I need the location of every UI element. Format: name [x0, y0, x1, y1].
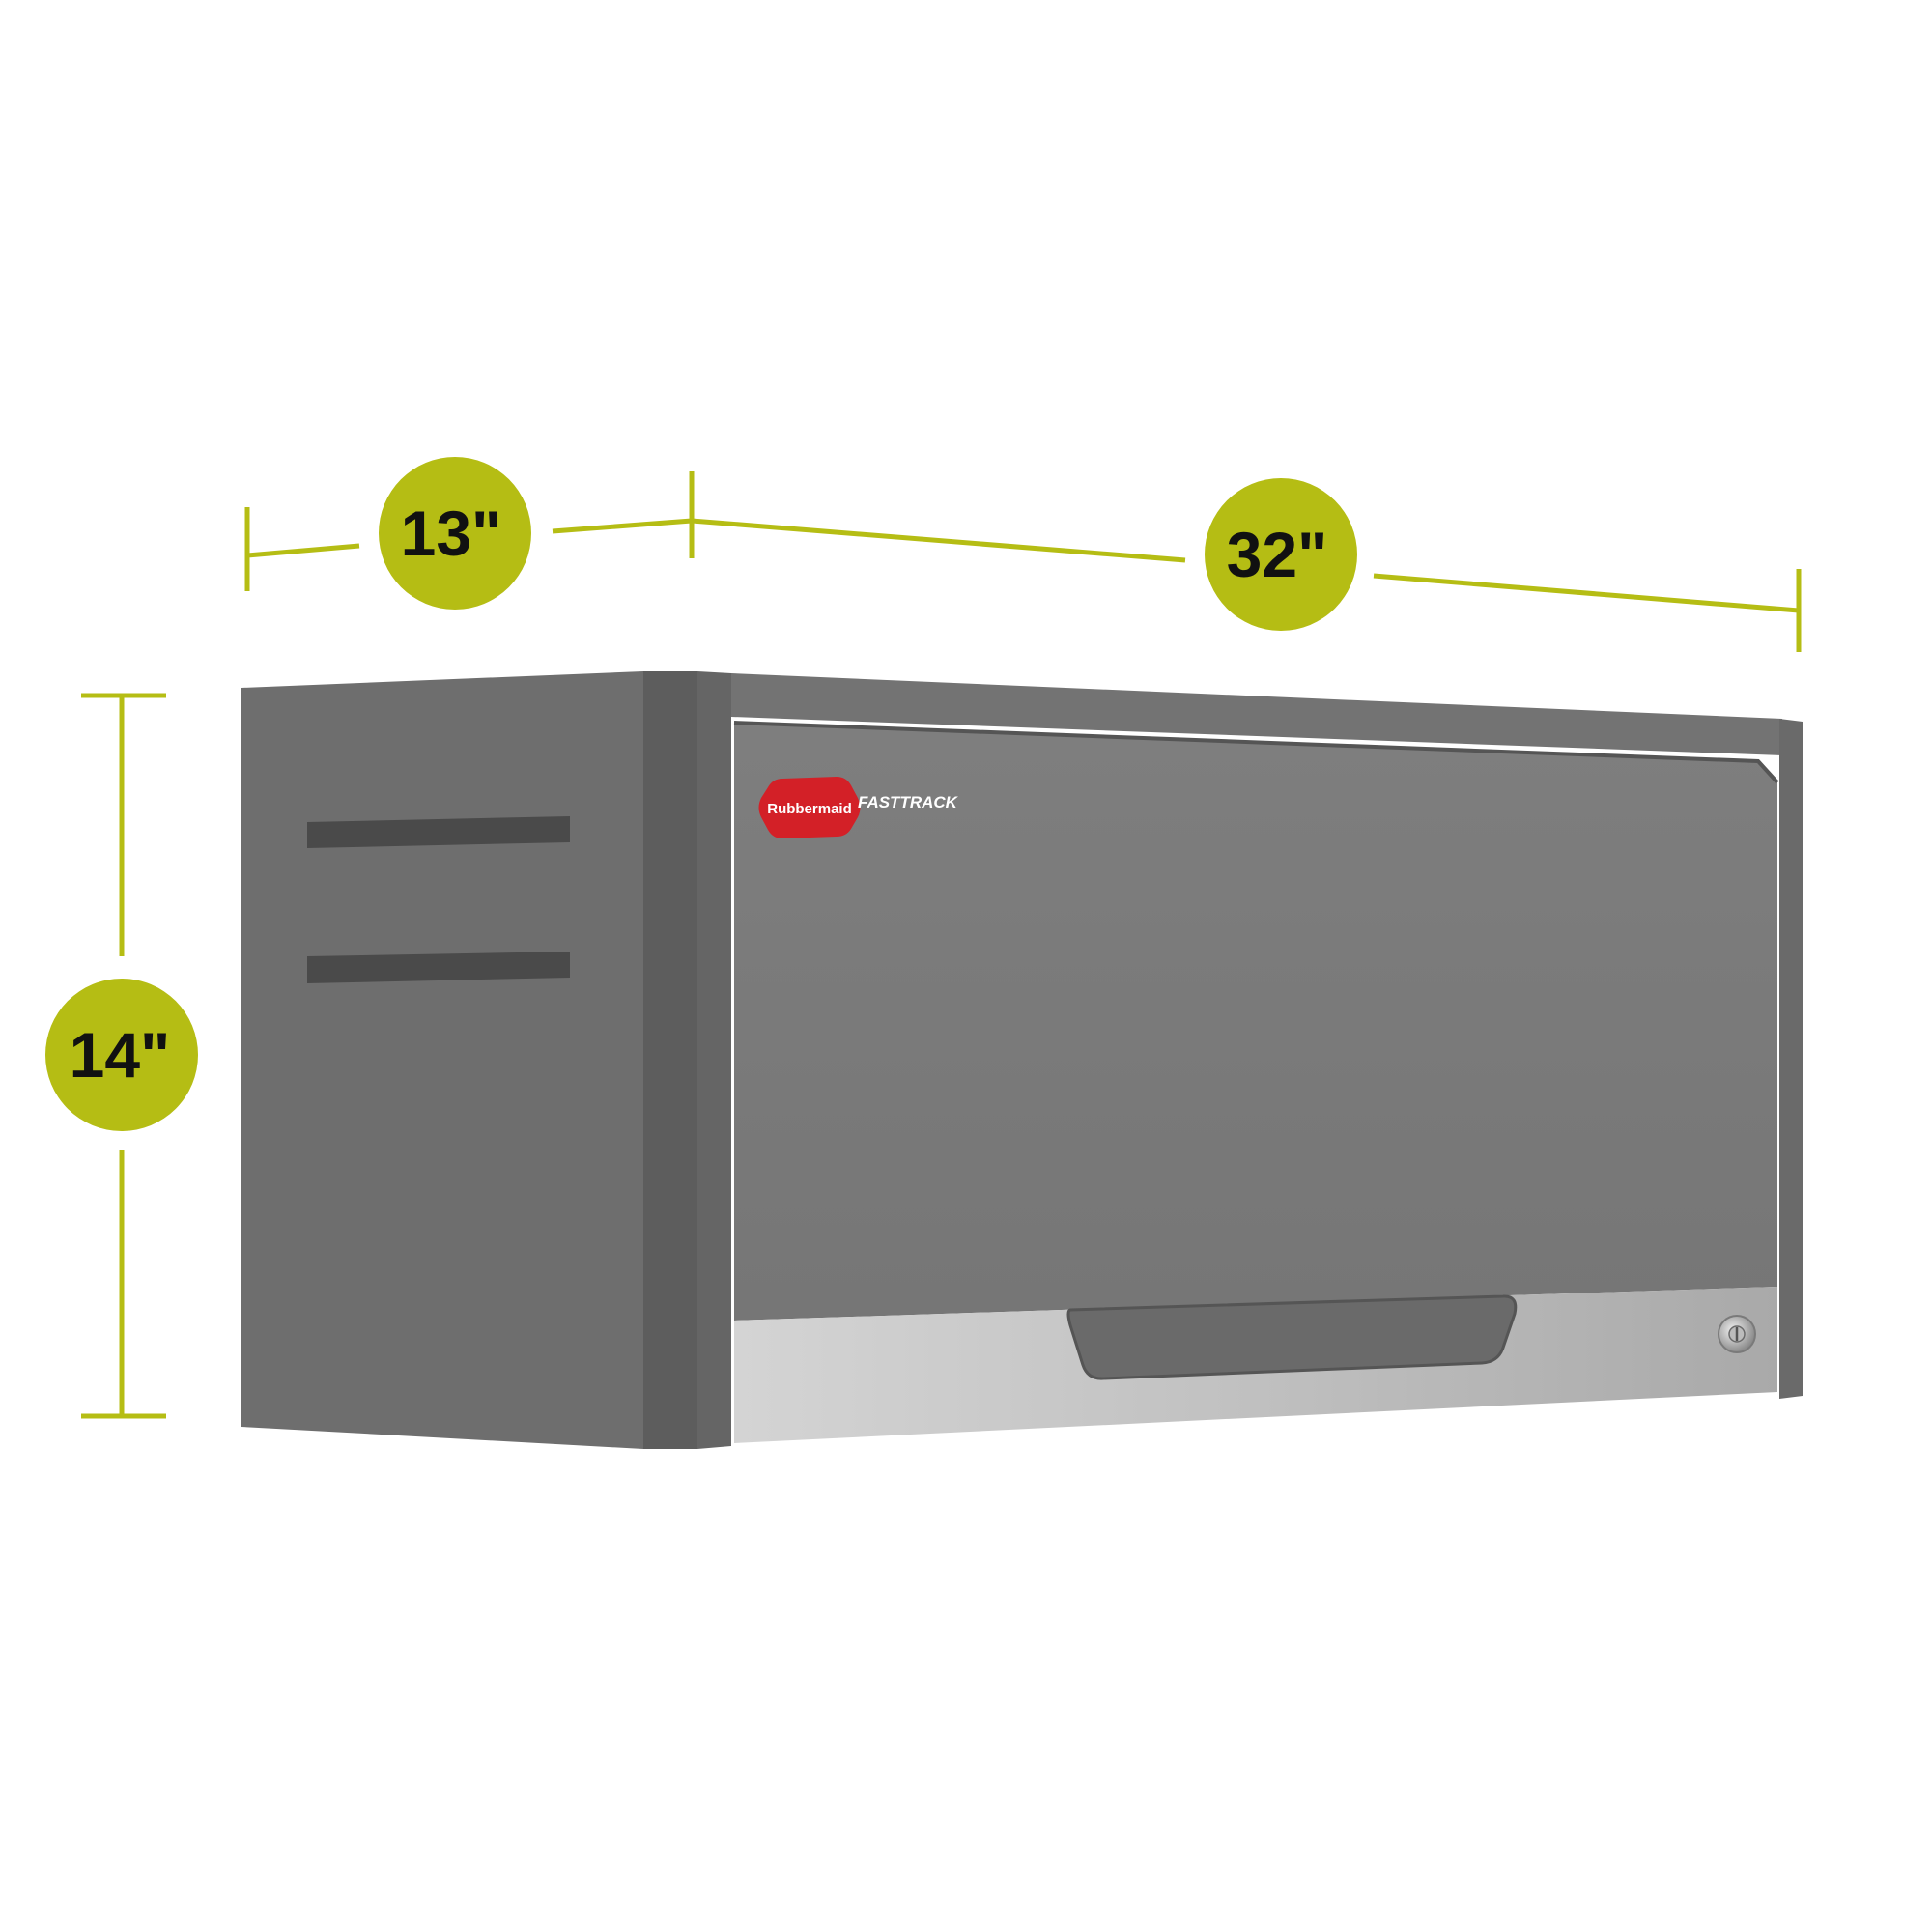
- cabinet-top-frame: [731, 673, 1782, 755]
- depth-badge: 13": [379, 457, 531, 610]
- side-vent-slot: [307, 816, 570, 848]
- height-value: 14": [70, 1019, 171, 1091]
- cabinet-side-edge: [643, 671, 697, 1449]
- cabinet-side-edge-return: [697, 671, 731, 1449]
- cabinet: Rubbermaid FASTTRACK: [242, 671, 1803, 1449]
- product-line-name: FASTTRACK: [858, 793, 959, 811]
- width-line: [691, 518, 1186, 563]
- door-handle[interactable]: [1066, 1294, 1518, 1380]
- rubbermaid-logo-text: Rubbermaid: [767, 801, 852, 817]
- cabinet-side-panel: [242, 671, 643, 1449]
- cabinet-door: [734, 723, 1777, 1321]
- dimension-lines: [81, 471, 1802, 1419]
- door-top-edge: [733, 721, 1779, 784]
- rubbermaid-logo-badge: [758, 777, 861, 838]
- depth-value: 13": [401, 497, 502, 569]
- cabinet-right-frame: [1779, 719, 1803, 1399]
- height-badge: 14": [45, 979, 198, 1131]
- width-badge: 32": [1205, 478, 1357, 631]
- brand-logo: Rubbermaid FASTTRACK: [758, 777, 959, 838]
- width-line: [1373, 573, 1800, 613]
- width-value: 32": [1227, 519, 1328, 590]
- side-vent-slot: [307, 952, 570, 983]
- lock-icon[interactable]: [1718, 1315, 1756, 1353]
- depth-line: [552, 518, 693, 534]
- depth-line: [246, 543, 360, 558]
